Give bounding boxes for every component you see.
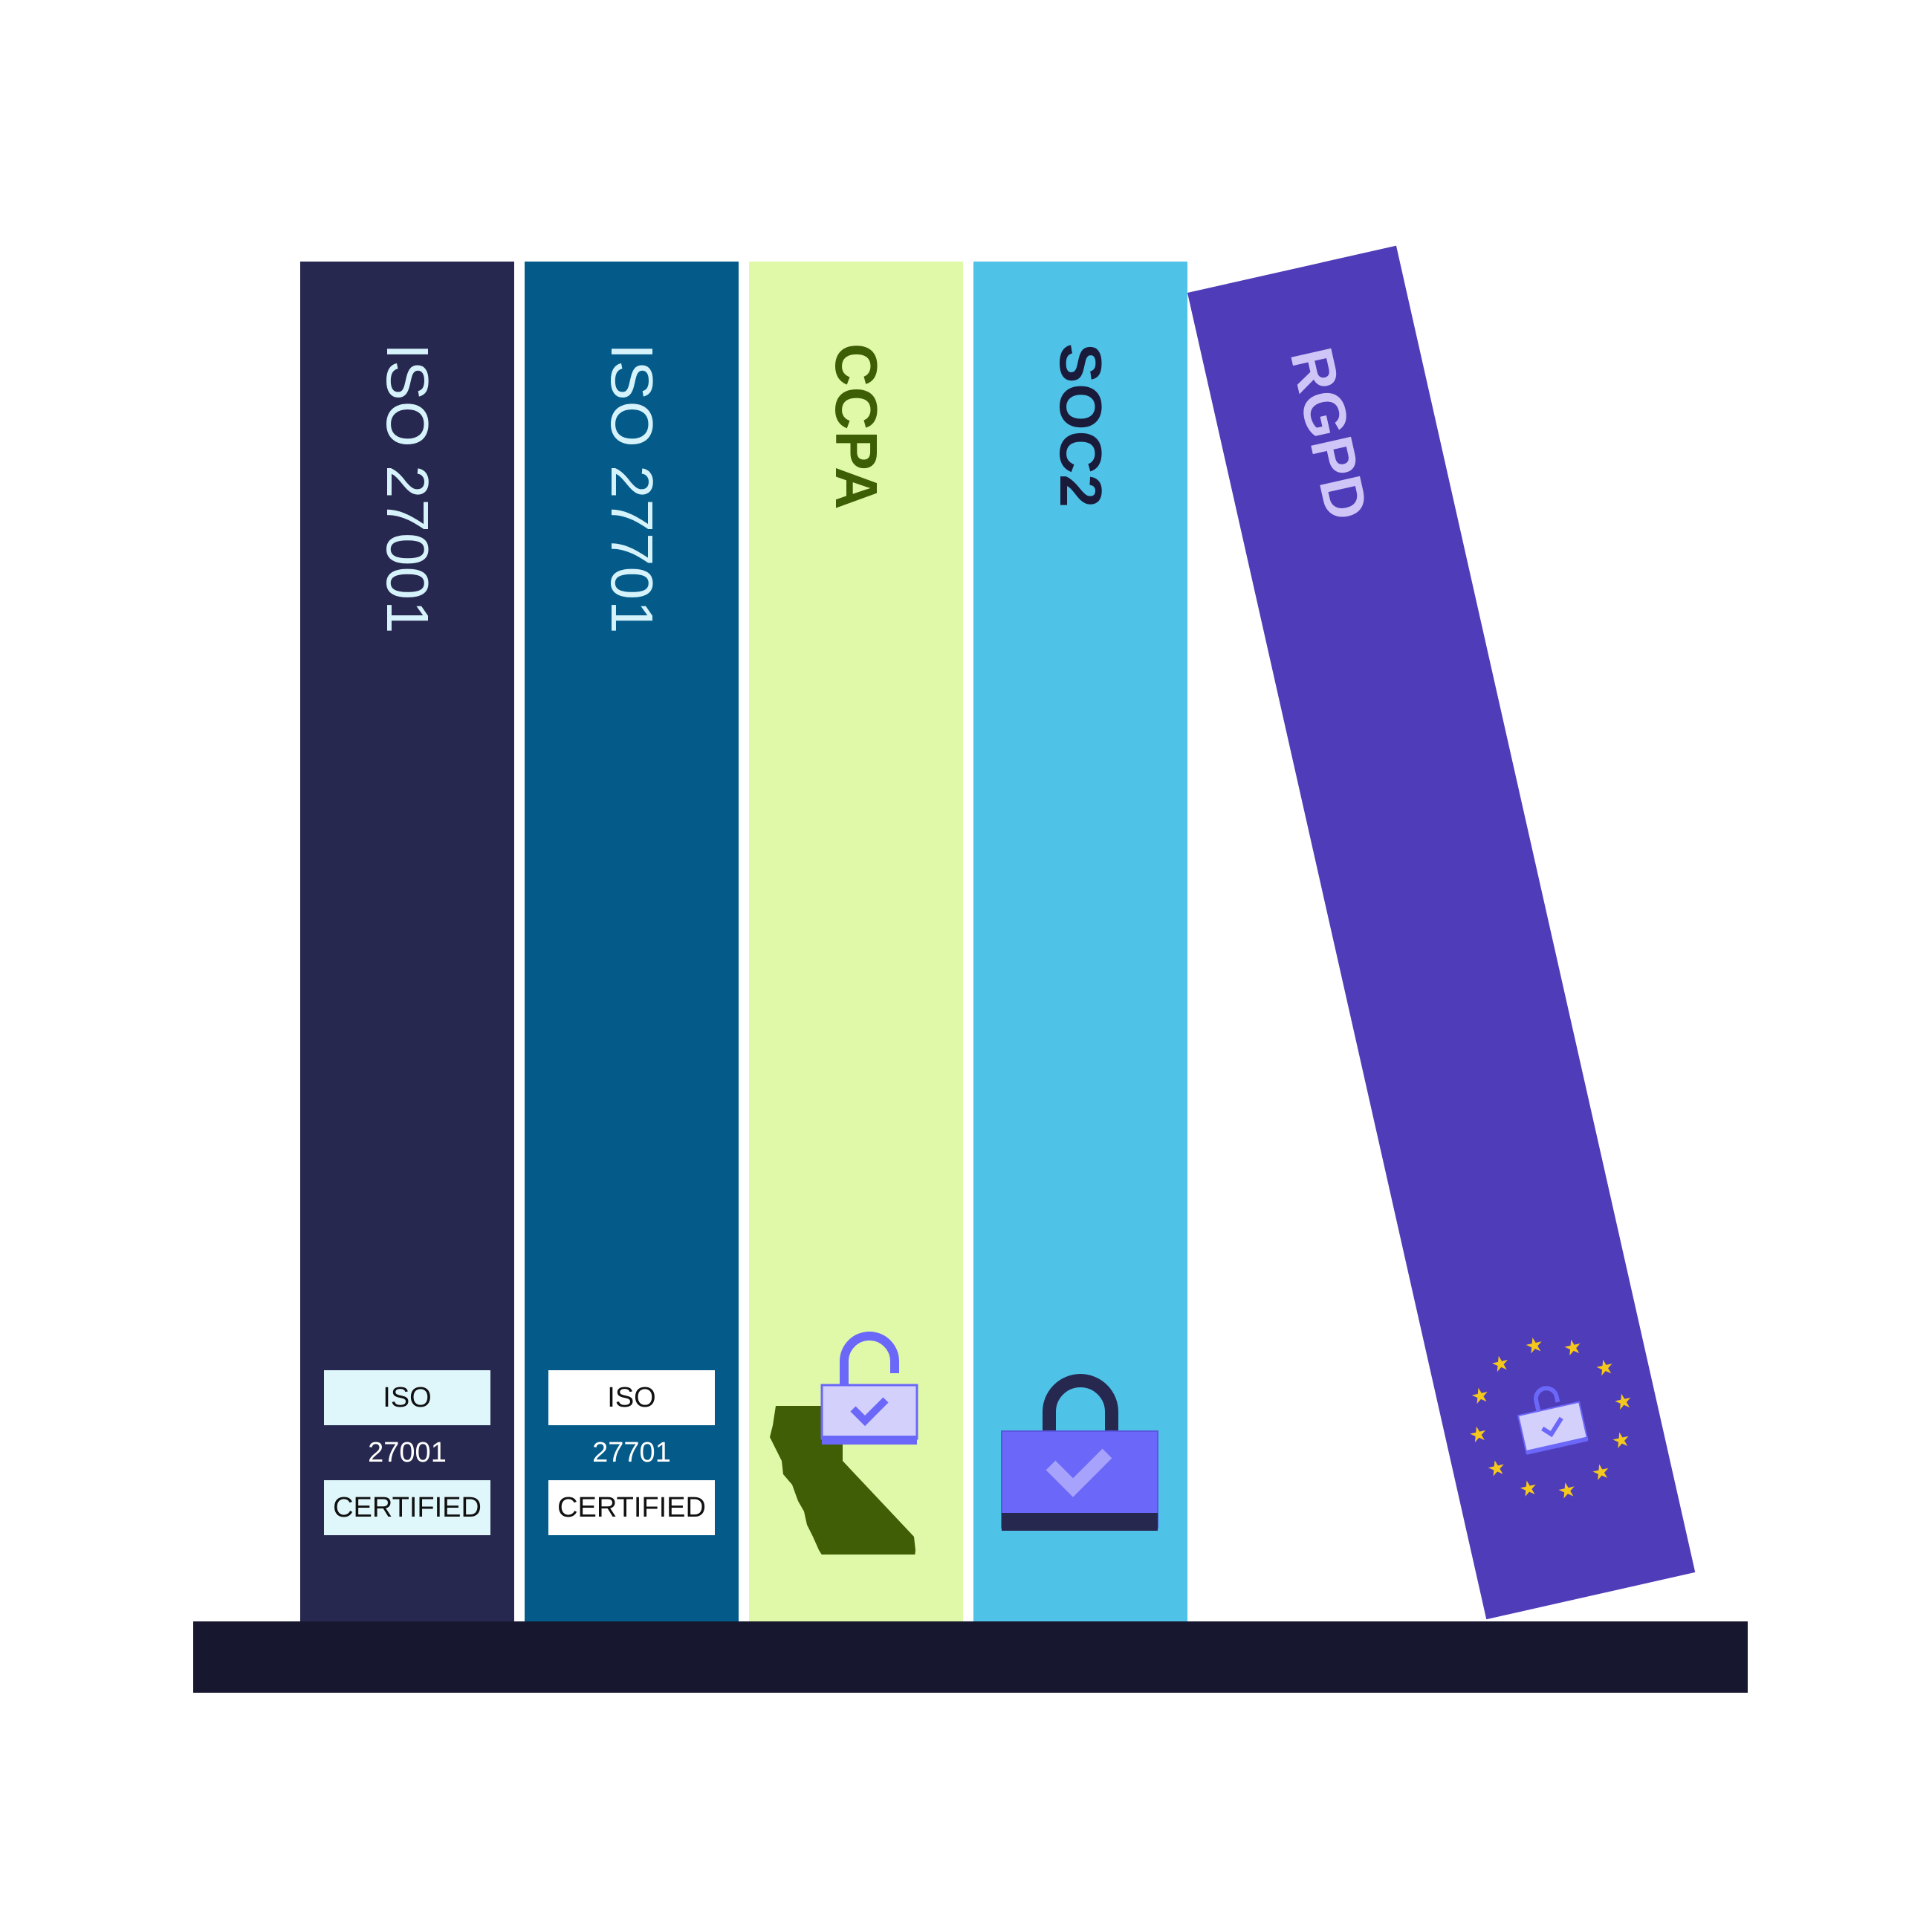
badge-bottom-label: CERTIFIED — [548, 1480, 715, 1535]
book-title: SOC2 — [1048, 343, 1114, 508]
svg-text:★: ★ — [1610, 1426, 1633, 1454]
svg-text:★: ★ — [1468, 1381, 1492, 1410]
bookshelf — [193, 1621, 1748, 1693]
book-soc2: SOC2 — [973, 262, 1187, 1621]
padlock-check-icon — [1001, 1374, 1158, 1531]
svg-text:★: ★ — [1561, 1333, 1585, 1361]
star-circle: ★ ★ ★ ★ ★ ★ ★ ★ ★ ★ ★ ★ — [1466, 1332, 1636, 1505]
eu-stars-lock-icon: ★ ★ ★ ★ ★ ★ ★ ★ ★ ★ ★ ★ — [1466, 1332, 1636, 1505]
book-iso-27001: ISO 27001 ISO 27001 CERTIFIED — [300, 262, 514, 1621]
book-ccpa: CCPA — [749, 262, 963, 1621]
badge-bottom-label: CERTIFIED — [324, 1480, 490, 1535]
iso-certified-badge: ISO 27001 CERTIFIED — [324, 1370, 490, 1535]
svg-text:★: ★ — [1555, 1476, 1579, 1505]
svg-text:★: ★ — [1589, 1458, 1613, 1486]
badge-number: 27001 — [368, 1436, 447, 1468]
svg-text:★: ★ — [1593, 1354, 1617, 1382]
california-shape — [770, 1406, 915, 1555]
svg-text:★: ★ — [1612, 1387, 1636, 1416]
badge-top-label: ISO — [324, 1370, 490, 1425]
padlock — [820, 1332, 918, 1445]
book-rgpd: RGPD ★ ★ ★ ★ ★ ★ ★ ★ ★ ★ ★ ★ — [1187, 245, 1696, 1620]
padlock — [1517, 1386, 1589, 1455]
svg-text:★: ★ — [1485, 1454, 1508, 1482]
book-title: RGPD — [1277, 341, 1381, 527]
svg-text:★: ★ — [1488, 1349, 1512, 1378]
badge-number: 27701 — [592, 1436, 671, 1468]
svg-text:★: ★ — [1517, 1474, 1540, 1503]
book-title: ISO 27001 — [375, 343, 441, 635]
book-iso-27701: ISO 27701 ISO 27701 CERTIFIED — [525, 262, 739, 1621]
svg-text:★: ★ — [1466, 1420, 1490, 1448]
book-title: CCPA — [823, 343, 889, 510]
svg-text:★: ★ — [1523, 1332, 1546, 1360]
badge-top-label: ISO — [548, 1370, 715, 1425]
iso-certified-badge: ISO 27701 CERTIFIED — [548, 1370, 715, 1535]
california-lock-icon — [770, 1332, 918, 1555]
book-title: ISO 27701 — [599, 343, 665, 635]
